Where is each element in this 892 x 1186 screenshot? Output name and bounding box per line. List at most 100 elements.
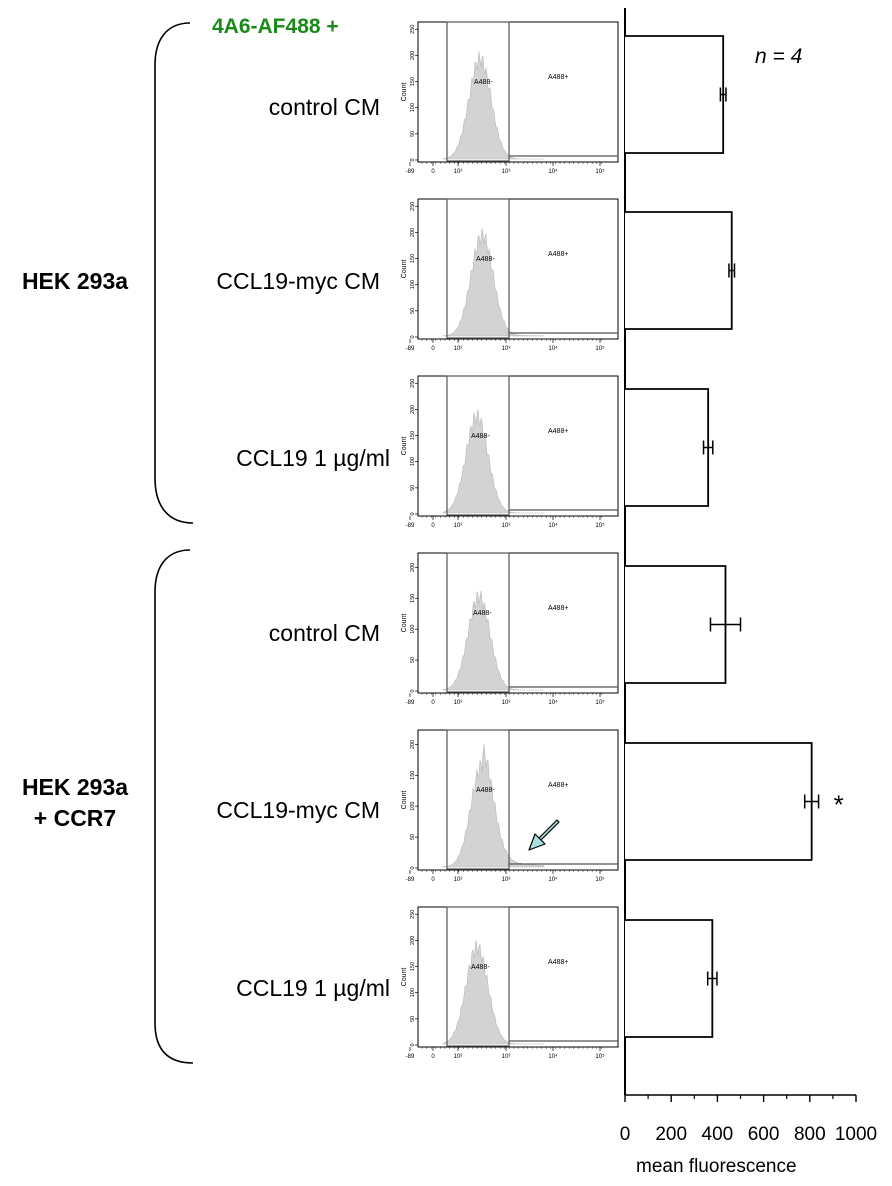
- group-label-hek293a: HEK 293a: [0, 266, 150, 297]
- y-axis-title: Count: [401, 260, 408, 279]
- group-label-line: + CCR7: [33, 805, 117, 831]
- x-tick-label: 0: [431, 700, 435, 706]
- y-tick-label: 0: [410, 866, 416, 869]
- x-tick-label: 10⁴: [548, 1053, 558, 1060]
- flow-panel-frame: [417, 375, 619, 517]
- y-tick-label: 250: [410, 202, 416, 211]
- gate-positive-label: A488+: [548, 605, 568, 612]
- y-tick-label: 50: [410, 834, 416, 840]
- bar-6: [625, 919, 714, 1038]
- y-tick-label: 100: [410, 103, 416, 112]
- x-tick-label: -89: [406, 1054, 415, 1060]
- group-brackets: [154, 22, 194, 1064]
- x-tick-label: -89: [406, 169, 415, 175]
- x-tick-label: -89: [406, 700, 415, 706]
- bar-5: [625, 742, 813, 861]
- y-tick-label: 0: [410, 335, 416, 338]
- y-tick-label: 150: [410, 431, 416, 440]
- x-tick-label: 10⁵: [595, 699, 605, 706]
- condition-label-4: control CM: [268, 620, 380, 646]
- x-tick-label: 10³: [502, 523, 511, 529]
- condition-label-5: CCL19-myc CM: [216, 797, 380, 823]
- histogram: [442, 409, 544, 514]
- gate-negative-label: A488-: [474, 79, 493, 86]
- x-tick-label: 800: [794, 1124, 826, 1145]
- gate-positive-label: A488+: [548, 959, 568, 966]
- y-tick-label: 150: [410, 962, 416, 971]
- y-tick-label: 250: [410, 379, 416, 388]
- x-tick-label: 10⁴: [548, 699, 558, 706]
- histogram: [442, 590, 544, 691]
- condition-label-1: control CM: [268, 94, 380, 120]
- y-tick-label: 0: [410, 158, 416, 161]
- x-tick-label: 10⁵: [595, 876, 605, 883]
- y-tick-label: 150: [410, 254, 416, 263]
- gate-negative-label: A488-: [473, 610, 492, 617]
- x-tick-label: 0: [431, 1054, 435, 1060]
- y-tick-label: 0: [410, 512, 416, 515]
- bar-3: [625, 388, 710, 507]
- y-tick-label: 200: [410, 228, 416, 237]
- x-tick-label: 10³: [502, 877, 511, 883]
- y-axis-title: Count: [401, 437, 408, 456]
- y-axis-title: Count: [401, 614, 408, 633]
- gate-negative: [446, 198, 510, 339]
- flow-panel-frame: [417, 906, 619, 1048]
- x-tick-label: 10⁵: [595, 345, 605, 352]
- y-axis-title: Count: [401, 968, 408, 987]
- gate-negative: [446, 21, 510, 162]
- bracket-hek293a: [154, 22, 194, 524]
- gate-negative: [446, 552, 510, 693]
- x-tick-label: 200: [655, 1124, 687, 1145]
- x-tick-label: 0: [431, 523, 435, 529]
- gate-negative-label: A488-: [471, 433, 490, 440]
- sample-size-label: n = 4: [755, 45, 803, 68]
- group-label-hek293a-ccr7: HEK 293a + CCR7: [0, 772, 150, 834]
- x-tick-label: 600: [748, 1124, 780, 1145]
- y-tick-label: 100: [410, 988, 416, 997]
- y-tick-label: 250: [410, 910, 416, 919]
- x-axis-label: mean fluorescence: [636, 1156, 797, 1177]
- significance-marker: *: [834, 790, 844, 820]
- y-tick-label: 150: [410, 77, 416, 86]
- x-tick-label: 0: [620, 1124, 631, 1145]
- y-tick-label: 200: [410, 51, 416, 60]
- y-tick-label: 0: [410, 1043, 416, 1046]
- x-tick-label: 10⁵: [595, 1053, 605, 1060]
- y-tick-label: 200: [410, 563, 416, 572]
- y-tick-label: 100: [410, 457, 416, 466]
- flow-panel-frame: [417, 729, 619, 871]
- y-tick-label: 200: [410, 936, 416, 945]
- y-tick-label: 100: [410, 625, 416, 634]
- x-tick-label: 10⁴: [548, 522, 558, 529]
- x-tick-label: 10⁴: [548, 876, 558, 883]
- gate-negative: [446, 906, 510, 1047]
- figure-title: 4A6-AF488 +: [212, 15, 339, 38]
- y-axis-title: Count: [401, 791, 408, 810]
- highlight-arrow-icon: [528, 819, 560, 851]
- x-tick-label: 10²: [454, 346, 463, 352]
- y-tick-label: 0: [410, 689, 416, 692]
- x-tick-label: 0: [431, 169, 435, 175]
- x-tick-label: 10³: [502, 700, 511, 706]
- y-tick-label: 250: [410, 25, 416, 34]
- y-tick-label: 50: [410, 657, 416, 663]
- x-tick-label: 0: [431, 346, 435, 352]
- histogram: [442, 51, 544, 160]
- gate-negative-label: A488-: [471, 964, 490, 971]
- flow-panel-frame: [417, 552, 619, 694]
- x-tick-label: 10³: [502, 169, 511, 175]
- y-tick-label: 200: [410, 740, 416, 749]
- group-label-line: HEK 293a: [21, 774, 129, 800]
- x-tick-label: -89: [406, 346, 415, 352]
- y-tick-label: 50: [410, 485, 416, 491]
- x-tick-label: 10²: [454, 877, 463, 883]
- gate-negative: [446, 729, 510, 870]
- gate-positive-label: A488+: [548, 782, 568, 789]
- y-axis-title: Count: [401, 83, 408, 102]
- y-tick-label: 100: [410, 280, 416, 289]
